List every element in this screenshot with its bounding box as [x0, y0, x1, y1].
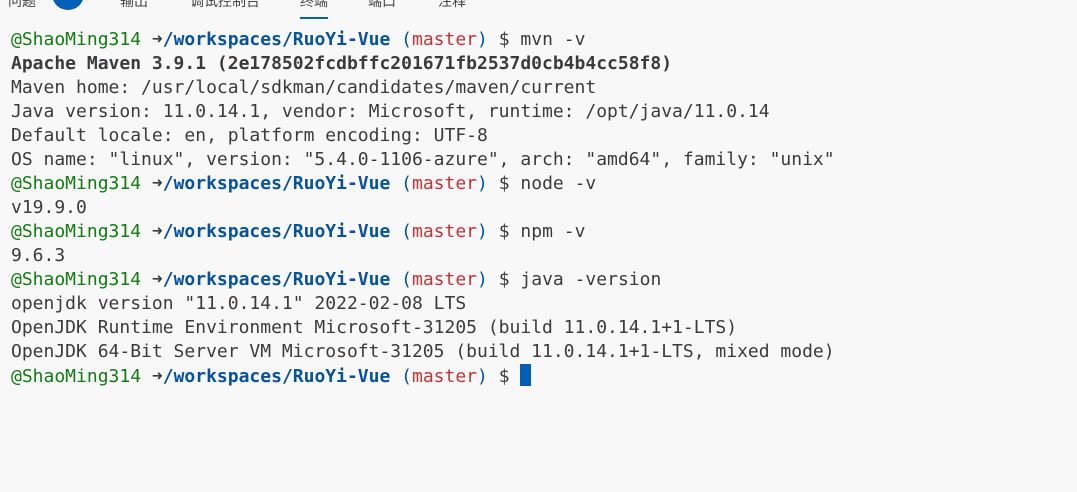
prompt-path: /workspaces/RuoYi-Vue [162, 29, 391, 50]
panel-tabs: 问题 输出 调试控制台 终端 端口 注释 [0, 0, 466, 19]
prompt-arrow-icon: ➜ [151, 366, 163, 387]
prompt-symbol: $ [498, 173, 510, 194]
output-line: 9.6.3 [11, 245, 66, 266]
tab-debug-console[interactable]: 调试控制台 [190, 0, 260, 10]
prompt-line: @ShaoMing314 ➜/workspaces/RuoYi-Vue (mas… [11, 28, 835, 52]
command-text: mvn -v [520, 29, 586, 50]
prompt-arrow-icon: ➜ [151, 173, 163, 194]
prompt-branch-group: (master) [401, 221, 488, 242]
prompt-branch: master [412, 366, 478, 387]
output-line: openjdk version "11.0.14.1" 2022-02-08 L… [11, 293, 467, 314]
terminal-cursor[interactable] [520, 364, 532, 386]
prompt-line: @ShaoMing314 ➜/workspaces/RuoYi-Vue (mas… [11, 268, 835, 292]
problems-count-badge [52, 0, 84, 10]
prompt-branch: master [412, 29, 478, 50]
prompt-user: @ShaoMing314 [11, 366, 142, 387]
output-line: OS name: "linux", version: "5.4.0-1106-a… [11, 149, 835, 170]
prompt-symbol: $ [498, 221, 510, 242]
prompt-line: @ShaoMing314 ➜/workspaces/RuoYi-Vue (mas… [11, 172, 835, 196]
prompt-arrow-icon: ➜ [151, 221, 163, 242]
prompt-line: @ShaoMing314 ➜/workspaces/RuoYi-Vue (mas… [11, 364, 835, 389]
tab-output[interactable]: 输出 [120, 0, 148, 10]
prompt-arrow-icon: ➜ [151, 269, 163, 290]
prompt-path: /workspaces/RuoYi-Vue [162, 366, 391, 387]
prompt-branch: master [412, 269, 478, 290]
terminal-output[interactable]: @ShaoMing314 ➜/workspaces/RuoYi-Vue (mas… [11, 28, 835, 389]
command-text: npm -v [520, 221, 586, 242]
prompt-user: @ShaoMing314 [11, 173, 142, 194]
tab-problems[interactable]: 问题 [8, 0, 36, 10]
prompt-user: @ShaoMing314 [11, 269, 142, 290]
prompt-path: /workspaces/RuoYi-Vue [162, 221, 391, 242]
prompt-branch: master [412, 173, 478, 194]
prompt-symbol: $ [498, 269, 510, 290]
prompt-user: @ShaoMing314 [11, 29, 142, 50]
prompt-symbol: $ [498, 366, 510, 387]
tab-ports[interactable]: 端口 [368, 0, 396, 10]
prompt-branch: master [412, 221, 478, 242]
tab-terminal[interactable]: 终端 [300, 0, 328, 19]
prompt-line: @ShaoMing314 ➜/workspaces/RuoYi-Vue (mas… [11, 220, 835, 244]
prompt-branch-group: (master) [401, 29, 488, 50]
output-line: v19.9.0 [11, 197, 87, 218]
prompt-branch-group: (master) [401, 173, 488, 194]
prompt-path: /workspaces/RuoYi-Vue [162, 269, 391, 290]
output-line: Java version: 11.0.14.1, vendor: Microso… [11, 101, 770, 122]
prompt-user: @ShaoMing314 [11, 221, 142, 242]
prompt-branch-group: (master) [401, 366, 488, 387]
command-text: node -v [520, 173, 597, 194]
output-line: OpenJDK Runtime Environment Microsoft-31… [11, 317, 738, 338]
output-line: Default locale: en, platform encoding: U… [11, 125, 488, 146]
output-line: Apache Maven 3.9.1 (2e178502fcdbffc20167… [11, 53, 673, 74]
prompt-path: /workspaces/RuoYi-Vue [162, 173, 391, 194]
output-line: OpenJDK 64-Bit Server VM Microsoft-31205… [11, 341, 835, 362]
prompt-branch-group: (master) [401, 269, 488, 290]
command-text: java -version [520, 269, 662, 290]
prompt-arrow-icon: ➜ [151, 29, 163, 50]
tab-comments[interactable]: 注释 [438, 0, 466, 10]
prompt-symbol: $ [498, 29, 510, 50]
output-line: Maven home: /usr/local/sdkman/candidates… [11, 77, 597, 98]
